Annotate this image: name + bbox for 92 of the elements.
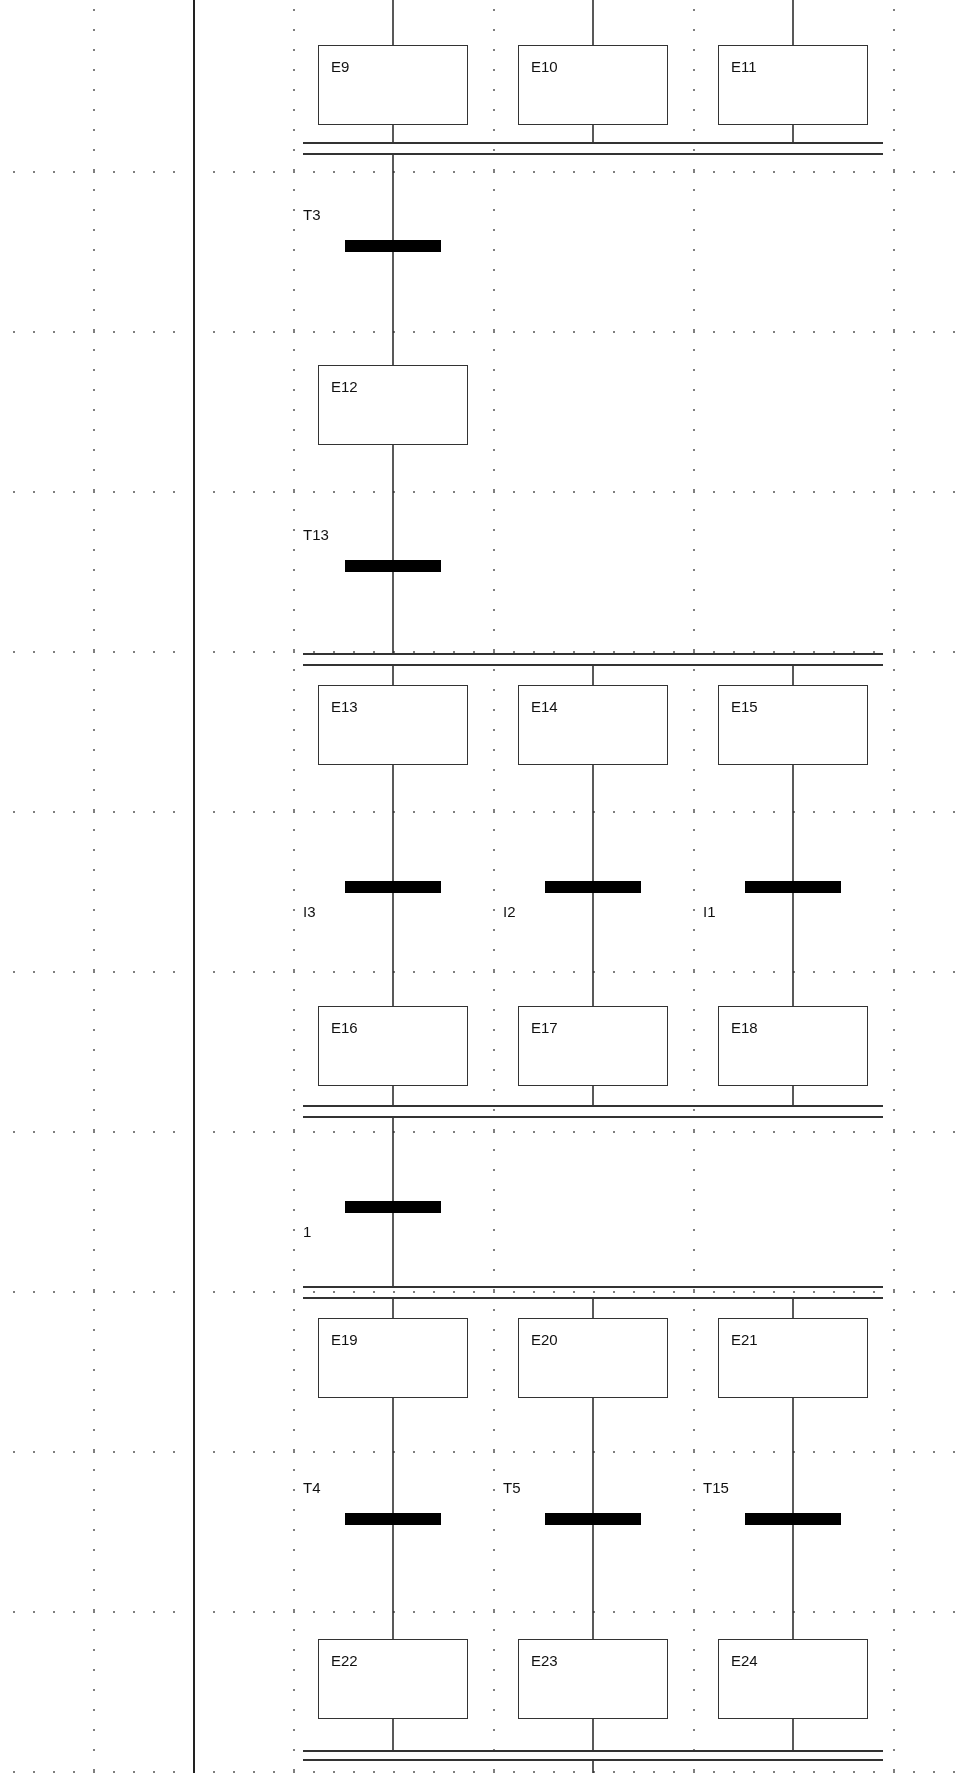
connector-line xyxy=(792,892,794,1007)
parallel-double-bar xyxy=(303,142,883,155)
connector-line xyxy=(592,1397,594,1514)
step-label: E14 xyxy=(531,698,558,715)
connector-line xyxy=(792,1718,794,1751)
connector-line xyxy=(592,1718,594,1751)
transition-label: T15 xyxy=(703,1479,729,1496)
connector-line xyxy=(392,1718,394,1751)
step-label: E24 xyxy=(731,1652,758,1669)
transition-bar xyxy=(545,881,641,893)
connector-line xyxy=(592,1298,594,1319)
step-box xyxy=(518,685,668,765)
step-label: E15 xyxy=(731,698,758,715)
connector-line xyxy=(592,1760,594,1773)
connector-line xyxy=(392,444,394,561)
connector-line xyxy=(792,1397,794,1514)
connector-line xyxy=(392,665,394,686)
transition-bar xyxy=(545,1513,641,1525)
connector-line xyxy=(592,764,594,882)
step-label: E17 xyxy=(531,1019,558,1036)
connector-line xyxy=(392,892,394,1007)
step-label: E20 xyxy=(531,1331,558,1348)
connector-line xyxy=(592,1524,594,1640)
connector-line xyxy=(792,124,794,143)
step-label: E12 xyxy=(331,378,358,395)
transition-label: T13 xyxy=(303,526,329,543)
transition-label: T5 xyxy=(503,1479,521,1496)
transition-label: I3 xyxy=(303,903,316,920)
step-box xyxy=(318,1318,468,1398)
step-box xyxy=(318,685,468,765)
connector-line xyxy=(392,1085,394,1106)
connector-line xyxy=(592,892,594,1007)
transition-bar xyxy=(745,1513,841,1525)
transition-label: I2 xyxy=(503,903,516,920)
transition-bar xyxy=(345,881,441,893)
connector-line xyxy=(392,764,394,882)
step-box xyxy=(718,1318,868,1398)
connector-line xyxy=(392,251,394,366)
step-label: E19 xyxy=(331,1331,358,1348)
connector-line xyxy=(792,0,794,46)
transition-bar xyxy=(345,1201,441,1213)
connector-line xyxy=(592,1085,594,1106)
step-box xyxy=(518,1639,668,1719)
step-box xyxy=(718,685,868,765)
connector-line xyxy=(592,0,594,46)
step-box xyxy=(518,45,668,125)
step-box xyxy=(518,1318,668,1398)
transition-bar xyxy=(345,1513,441,1525)
transition-label: I1 xyxy=(703,903,716,920)
transition-bar xyxy=(345,560,441,572)
connector-line xyxy=(792,1085,794,1106)
transition-label: 1 xyxy=(303,1223,312,1240)
connector-line xyxy=(592,124,594,143)
connector-line xyxy=(792,1298,794,1319)
step-box xyxy=(718,1639,868,1719)
parallel-double-bar xyxy=(303,1750,883,1761)
connector-line xyxy=(792,665,794,686)
step-box xyxy=(718,1006,868,1086)
transition-label: T4 xyxy=(303,1479,321,1496)
connector-line xyxy=(392,0,394,46)
connector-line xyxy=(792,764,794,882)
step-label: E10 xyxy=(531,58,558,75)
connector-line xyxy=(792,1524,794,1640)
step-box xyxy=(318,1639,468,1719)
connector-line xyxy=(592,665,594,686)
step-box xyxy=(718,45,868,125)
step-label: E11 xyxy=(731,58,757,75)
connector-line xyxy=(392,1117,394,1202)
connector-line xyxy=(392,1397,394,1514)
connector-line xyxy=(392,124,394,143)
step-box xyxy=(518,1006,668,1086)
step-box xyxy=(318,365,468,445)
connector-line xyxy=(392,1212,394,1287)
step-box xyxy=(318,45,468,125)
step-label: E23 xyxy=(531,1652,558,1669)
step-label: E9 xyxy=(331,58,350,75)
parallel-double-bar xyxy=(303,1286,883,1299)
step-label: E18 xyxy=(731,1019,758,1036)
transition-bar xyxy=(345,240,441,252)
transition-label: T3 xyxy=(303,206,321,223)
connector-line xyxy=(392,571,394,654)
connector-line xyxy=(392,1298,394,1319)
step-box xyxy=(318,1006,468,1086)
step-label: E22 xyxy=(331,1652,358,1669)
connector-line xyxy=(392,1524,394,1640)
connector-line xyxy=(392,154,394,241)
step-label: E21 xyxy=(731,1331,758,1348)
parallel-double-bar xyxy=(303,1105,883,1118)
transition-bar xyxy=(745,881,841,893)
step-label: E13 xyxy=(331,698,358,715)
step-label: E16 xyxy=(331,1019,358,1036)
parallel-double-bar xyxy=(303,653,883,666)
